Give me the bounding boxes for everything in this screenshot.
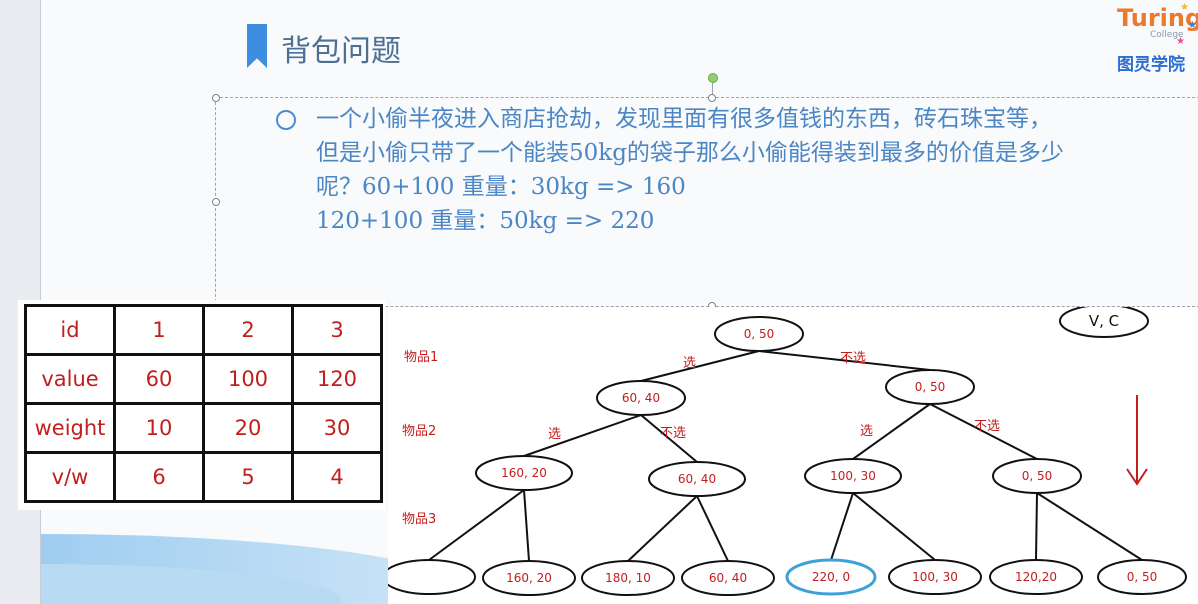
- tree-edge: [696, 495, 729, 562]
- tree-node-label: 0, 50: [915, 380, 946, 394]
- table-cell: 4: [291, 451, 383, 503]
- edge-label: 不选: [660, 426, 686, 441]
- tree-node-label: 0, 50: [1022, 469, 1053, 483]
- table-cell: 20: [202, 402, 294, 454]
- edge-label: 选: [548, 427, 561, 442]
- tree-edge: [1036, 492, 1143, 561]
- tree-edge: [523, 414, 642, 457]
- logo-text-en: Turing: [1117, 4, 1198, 32]
- table-cell: id: [24, 304, 116, 356]
- tree-node: [1097, 559, 1187, 595]
- table-row: value 60 100 120: [24, 353, 383, 405]
- tree-edge: [640, 350, 760, 382]
- logo-text-sub: College: [1150, 30, 1184, 40]
- paragraph-line: 但是小偷只带了一个能装50kg的袋子那么小偷能得装到最多的价值是多少: [316, 140, 1064, 166]
- tree-edge: [1035, 492, 1038, 561]
- tree-edge: [852, 403, 931, 460]
- tree-node-label: 0, 50: [744, 327, 775, 341]
- tree-node: [681, 560, 775, 596]
- tree-node-label: 160, 20: [501, 466, 547, 480]
- legend-node: [1059, 307, 1149, 338]
- table-row: v/w 6 5 4: [24, 451, 383, 503]
- tree-node-label: 100, 30: [830, 469, 876, 483]
- table-cell: value: [24, 353, 116, 405]
- table-cell: weight: [24, 402, 116, 454]
- resize-handle[interactable]: [212, 94, 220, 102]
- title-bookmark-icon: [247, 24, 267, 68]
- level-label: 物品2: [402, 424, 436, 439]
- tree-edge: [640, 414, 698, 463]
- table-cell: v/w: [24, 451, 116, 503]
- tree-edge: [830, 492, 854, 561]
- tree-node: [992, 458, 1082, 494]
- tree-node: [804, 458, 902, 494]
- paragraph-line: 呢？60+100 重量：30kg => 160: [316, 174, 686, 200]
- table-cell: 30: [291, 402, 383, 454]
- slide-title[interactable]: 背包问题: [281, 34, 401, 69]
- tree-node-label: 60, 40: [622, 391, 660, 405]
- tree-node-label: 160, 20: [506, 571, 552, 585]
- table-row: id 1 2 3: [24, 304, 383, 356]
- tree-node: [885, 369, 975, 405]
- tree-node: [648, 461, 746, 497]
- tree-node-label: 120,20: [1015, 570, 1057, 584]
- tree-node-label: 60, 40: [678, 472, 716, 486]
- tree-node: [714, 316, 804, 352]
- tree-node-label: 0, 50: [1127, 570, 1158, 584]
- table-row: weight 10 20 30: [24, 402, 383, 454]
- tree-edge: [852, 492, 936, 561]
- tree-node-label: 180, 10: [605, 571, 651, 585]
- tree-node-label: 100, 30: [912, 570, 958, 584]
- tree-node: [475, 455, 573, 491]
- tree-node: [596, 380, 686, 416]
- items-table-image[interactable]: id 1 2 3 value 60 100 120 weight 10 20 3…: [18, 300, 386, 510]
- tree-node: [989, 559, 1083, 595]
- arrowhead-icon: [1126, 468, 1148, 486]
- table-cell: 2: [202, 304, 294, 356]
- rotation-connector: [712, 82, 713, 97]
- level-label: 物品3: [402, 512, 436, 527]
- table-cell: 100: [202, 353, 294, 405]
- resize-handle[interactable]: [212, 198, 220, 206]
- decision-tree-image[interactable]: 0, 50 60, 40 0, 50 160, 20 60, 40 100, 30 0, 5…: [388, 307, 1198, 604]
- edge-label: 选: [860, 424, 873, 439]
- table-cell: 120: [291, 353, 383, 405]
- table-cell: 5: [202, 451, 294, 503]
- problem-paragraph[interactable]: 一个小偷半夜进入商店抢劫，发现里面有很多值钱的东西，砖石珠宝等， 但是小偷只带了…: [316, 102, 1196, 238]
- star-icon: ★: [1180, 2, 1189, 13]
- tree-node: [581, 560, 675, 596]
- tree-edge: [627, 495, 698, 562]
- table-cell: 1: [113, 304, 205, 356]
- legend-label: V, C: [1089, 312, 1119, 330]
- table-cell: 10: [113, 402, 205, 454]
- items-table: id 1 2 3 value 60 100 120 weight 10 20 3…: [24, 304, 383, 503]
- tree-edge: [523, 489, 530, 562]
- paragraph-line: 一个小偷半夜进入商店抢劫，发现里面有很多值钱的东西，砖石珠宝等，: [316, 106, 1052, 132]
- tree-edge: [929, 403, 1038, 460]
- bullet-circle-icon: [276, 110, 296, 130]
- resize-handle[interactable]: [708, 94, 716, 102]
- tree-node-label: 220, 0: [812, 570, 850, 584]
- table-cell: 6: [113, 451, 205, 503]
- tree-node: [388, 559, 476, 595]
- table-cell: 3: [291, 304, 383, 356]
- star-icon: ★: [1176, 36, 1185, 47]
- rotate-handle[interactable]: [708, 73, 718, 83]
- tree-node: [482, 560, 576, 596]
- level-label: 物品1: [404, 350, 438, 365]
- tree-node: [888, 559, 982, 595]
- edge-label: 不选: [974, 419, 1000, 434]
- edge-label: 选: [683, 356, 696, 371]
- decision-tree-svg: 0, 50 60, 40 0, 50 160, 20 60, 40 100, 30 0, 5…: [388, 307, 1187, 596]
- star-icon: ★: [1188, 20, 1197, 31]
- table-cell: 60: [113, 353, 205, 405]
- edge-label: 不选: [840, 351, 866, 366]
- tree-node-label: 60, 40: [709, 571, 747, 585]
- tree-edge: [428, 489, 525, 561]
- paragraph-line: 120+100 重量：50kg => 220: [316, 208, 655, 234]
- tree-node: [785, 558, 877, 596]
- tree-edge: [758, 350, 931, 371]
- logo-text-cn: 图灵学院: [1117, 55, 1185, 75]
